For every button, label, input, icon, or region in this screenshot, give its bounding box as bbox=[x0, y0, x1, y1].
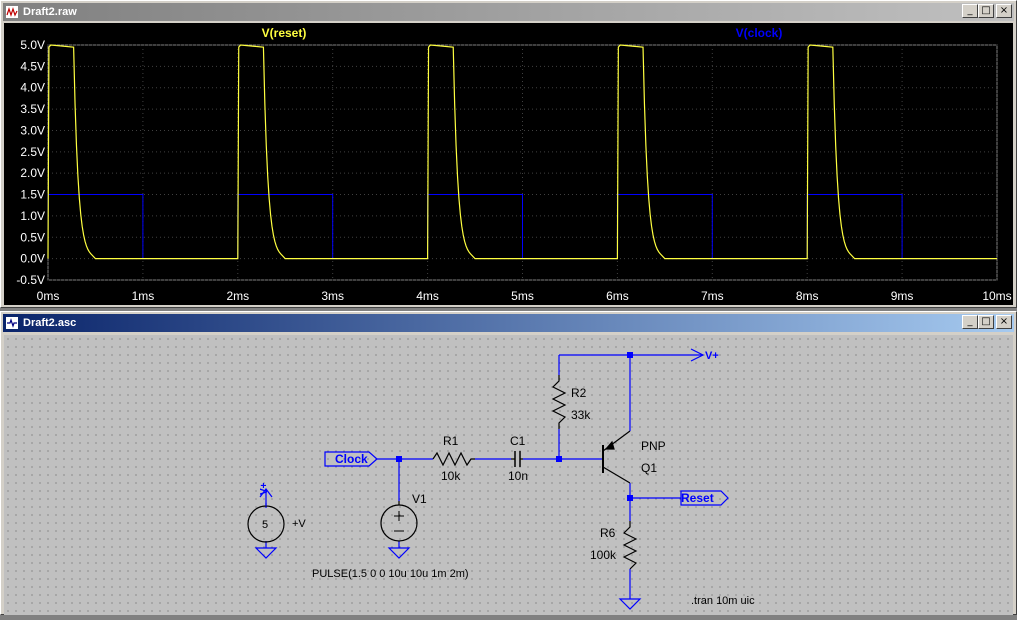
schematic-titlebar[interactable]: Draft2.asc _ □ × bbox=[3, 314, 1014, 332]
ground-icon bbox=[387, 547, 411, 559]
y-tick-label: -0.5V bbox=[16, 273, 45, 287]
waveform-icon bbox=[5, 5, 19, 19]
x-tick-label: 8ms bbox=[796, 289, 819, 303]
svg-text:5: 5 bbox=[262, 519, 268, 531]
y-tick-label: 5.0V bbox=[20, 38, 45, 52]
voltage-source-v1[interactable]: V1 bbox=[380, 492, 427, 542]
y-tick-label: 4.5V bbox=[20, 59, 45, 73]
y-tick-label: 1.0V bbox=[20, 209, 45, 223]
x-tick-label: 3ms bbox=[321, 289, 344, 303]
waveform-window[interactable]: Draft2.raw _ □ × 5.0V 4.5V 4.0V 3.5V 3.0V 2.5… bbox=[0, 0, 1017, 308]
x-tick-label: 2ms bbox=[226, 289, 249, 303]
maximize-button[interactable]: □ bbox=[978, 4, 994, 18]
svg-text:Reset: Reset bbox=[681, 491, 714, 505]
svg-text:Q1: Q1 bbox=[641, 461, 657, 475]
x-tick-label: 5ms bbox=[511, 289, 534, 303]
x-tick-label: 4ms bbox=[416, 289, 439, 303]
spice-directive[interactable]: .tran 10m uic bbox=[691, 595, 755, 607]
resistor-r6[interactable]: R6 100k bbox=[590, 521, 638, 570]
svg-text:100k: 100k bbox=[590, 548, 617, 562]
capacitor-c1[interactable]: C1 10n bbox=[508, 434, 528, 483]
x-tick-label: 0ms bbox=[37, 289, 60, 303]
svg-text:R2: R2 bbox=[571, 386, 587, 400]
x-tick-label: 10ms bbox=[982, 289, 1011, 303]
y-tick-label: 3.0V bbox=[20, 123, 45, 137]
reset-port[interactable]: Reset bbox=[680, 490, 729, 506]
legend-clock[interactable]: V(clock) bbox=[736, 26, 783, 40]
svg-text:10k: 10k bbox=[441, 469, 461, 483]
svg-text:Clock: Clock bbox=[335, 452, 368, 466]
series-reset-line[interactable] bbox=[47, 44, 997, 260]
svg-text:PNP: PNP bbox=[641, 439, 666, 453]
schematic-icon bbox=[5, 316, 19, 330]
maximize-button[interactable]: □ bbox=[978, 315, 994, 329]
x-tick-label: 9ms bbox=[891, 289, 914, 303]
x-tick-label: 6ms bbox=[606, 289, 629, 303]
schematic-drawing[interactable]: Clock bbox=[4, 335, 1015, 615]
svg-text:+V: +V bbox=[292, 518, 306, 530]
svg-text:10n: 10n bbox=[508, 469, 528, 483]
svg-text:C1: C1 bbox=[510, 434, 526, 448]
series-clock-line[interactable] bbox=[47, 194, 997, 260]
resistor-r2[interactable]: R2 33k bbox=[551, 375, 591, 429]
svg-text:V1: V1 bbox=[412, 492, 427, 506]
resistor-r1[interactable]: R1 10k bbox=[432, 434, 475, 483]
y-tick-label: 0.0V bbox=[20, 252, 45, 266]
schematic-canvas[interactable]: Clock bbox=[4, 335, 1013, 615]
wires bbox=[265, 354, 703, 599]
x-tick-label: 1ms bbox=[132, 289, 155, 303]
svg-text:33k: 33k bbox=[571, 408, 591, 422]
schematic-title: Draft2.asc bbox=[23, 317, 77, 329]
y-tick-label: 2.5V bbox=[20, 145, 45, 159]
close-button[interactable]: × bbox=[996, 315, 1012, 329]
waveform-plot-area[interactable]: 5.0V 4.5V 4.0V 3.5V 3.0V 2.5V 2.0V 1.5V 1.0V 0.5V… bbox=[4, 23, 1013, 305]
waveform-titlebar[interactable]: Draft2.raw _ □ × bbox=[3, 3, 1014, 21]
svg-text:R1: R1 bbox=[443, 434, 459, 448]
svg-text:V+: V+ bbox=[259, 482, 270, 495]
minimize-button[interactable]: _ bbox=[962, 315, 978, 329]
ground-icon bbox=[618, 598, 642, 610]
svg-text:R6: R6 bbox=[600, 526, 616, 540]
minimize-button[interactable]: _ bbox=[962, 4, 978, 18]
close-button[interactable]: × bbox=[996, 4, 1012, 18]
transistor-q1[interactable]: PNP Q1 bbox=[602, 430, 666, 484]
y-tick-label: 1.5V bbox=[20, 188, 45, 202]
y-tick-label: 4.0V bbox=[20, 81, 45, 95]
schematic-window[interactable]: Draft2.asc _ □ × Clock bbox=[0, 311, 1017, 615]
waveform-plot[interactable]: 5.0V 4.5V 4.0V 3.5V 3.0V 2.5V 2.0V 1.5V 1.0V 0.5V… bbox=[4, 23, 1015, 305]
junctions bbox=[396, 352, 633, 501]
supply-source[interactable]: 5 +V bbox=[247, 503, 306, 543]
vplus-net-label[interactable]: V+ bbox=[690, 348, 719, 362]
y-tick-label: 3.5V bbox=[20, 102, 45, 116]
x-tick-label: 7ms bbox=[701, 289, 724, 303]
clock-port[interactable]: Clock bbox=[324, 451, 378, 467]
svg-text:V+: V+ bbox=[705, 350, 719, 362]
y-tick-label: 0.5V bbox=[20, 230, 45, 244]
y-tick-label: 2.0V bbox=[20, 166, 45, 180]
waveform-title: Draft2.raw bbox=[23, 6, 77, 18]
supply-vplus-label: V+ bbox=[259, 482, 273, 506]
v1-spec[interactable]: PULSE(1.5 0 0 10u 10u 1m 2m) bbox=[312, 568, 469, 580]
legend-reset[interactable]: V(reset) bbox=[262, 26, 307, 40]
ground-icon bbox=[254, 547, 278, 559]
